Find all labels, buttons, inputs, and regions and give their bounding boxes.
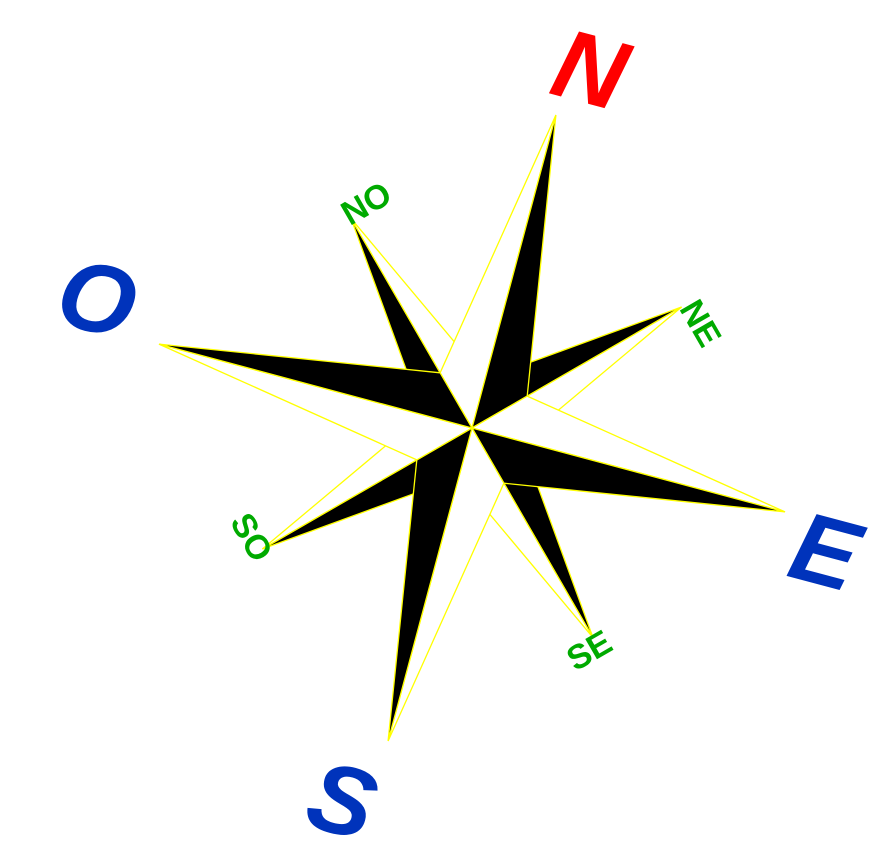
label-southeast: SE	[560, 623, 618, 679]
compass-star	[159, 115, 785, 741]
label-east: E	[779, 489, 873, 613]
label-northeast: NE	[672, 294, 729, 354]
label-south: S	[296, 738, 388, 855]
label-northwest: NO	[335, 175, 398, 233]
label-north: N	[542, 7, 641, 132]
label-southwest: SO	[222, 507, 279, 569]
label-west: O	[46, 235, 148, 361]
